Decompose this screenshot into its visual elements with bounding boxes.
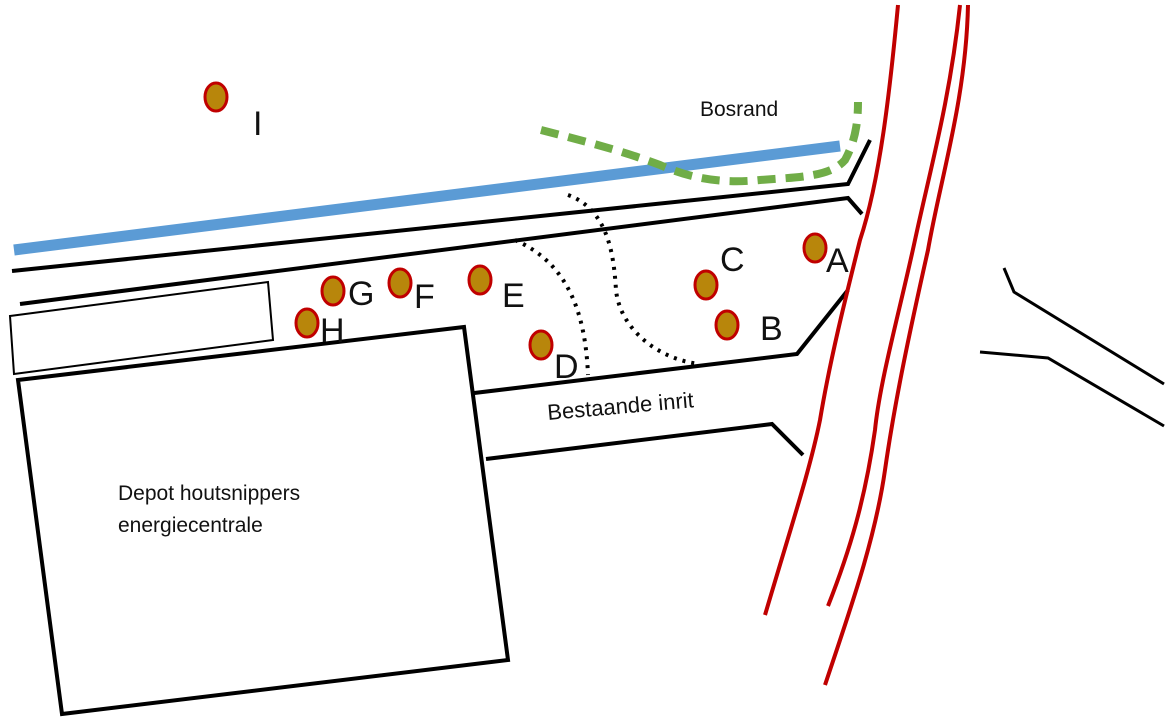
right-road-edge-top (1002, 267, 1165, 386)
entrance-road-edge (485, 421, 805, 461)
right-road-edge-bottom (979, 350, 1165, 428)
yard-lower-edge (465, 288, 850, 396)
railway-line-middle (826, 4, 962, 607)
point-label-i: I (253, 105, 262, 143)
depot-label-line1: Depot houtsnippers (118, 482, 300, 505)
point-marker-f (387, 267, 413, 299)
point-marker-d (528, 329, 554, 361)
point-marker-b (714, 309, 740, 341)
point-label-h: H (320, 312, 345, 350)
waterway-line (13, 140, 841, 256)
depot-label-line2: energiecentrale (118, 514, 263, 537)
point-label-a: A (826, 242, 849, 280)
point-label-c: C (720, 241, 745, 279)
point-label-f: F (414, 278, 435, 316)
measurement-points: A BC DE F GH I (203, 81, 849, 386)
point-marker-c (693, 269, 719, 301)
forest-edge-dashed-line (540, 101, 862, 186)
point-label-b: B (760, 310, 783, 348)
point-label-e: E (502, 277, 525, 315)
point-marker-e (467, 264, 493, 296)
dotted-boundary-right (567, 193, 701, 366)
upper-road-bottom-edge (19, 195, 864, 306)
point-marker-a (802, 232, 828, 264)
railway-line-right (823, 4, 970, 686)
point-marker-i (203, 81, 229, 113)
existing-entrance-label: Bestaande inrit (546, 387, 694, 425)
point-marker-h (294, 307, 320, 339)
upper-road-top-edge (11, 139, 872, 273)
storage-strip-outline (8, 280, 275, 376)
depot-building-outline (15, 324, 511, 717)
railway-line-left (763, 4, 900, 616)
point-label-d: D (554, 348, 579, 386)
point-label-g: G (348, 275, 374, 313)
point-marker-g (320, 275, 346, 307)
forest-edge-label: Bosrand (700, 98, 778, 121)
dotted-boundary-left (514, 238, 590, 376)
